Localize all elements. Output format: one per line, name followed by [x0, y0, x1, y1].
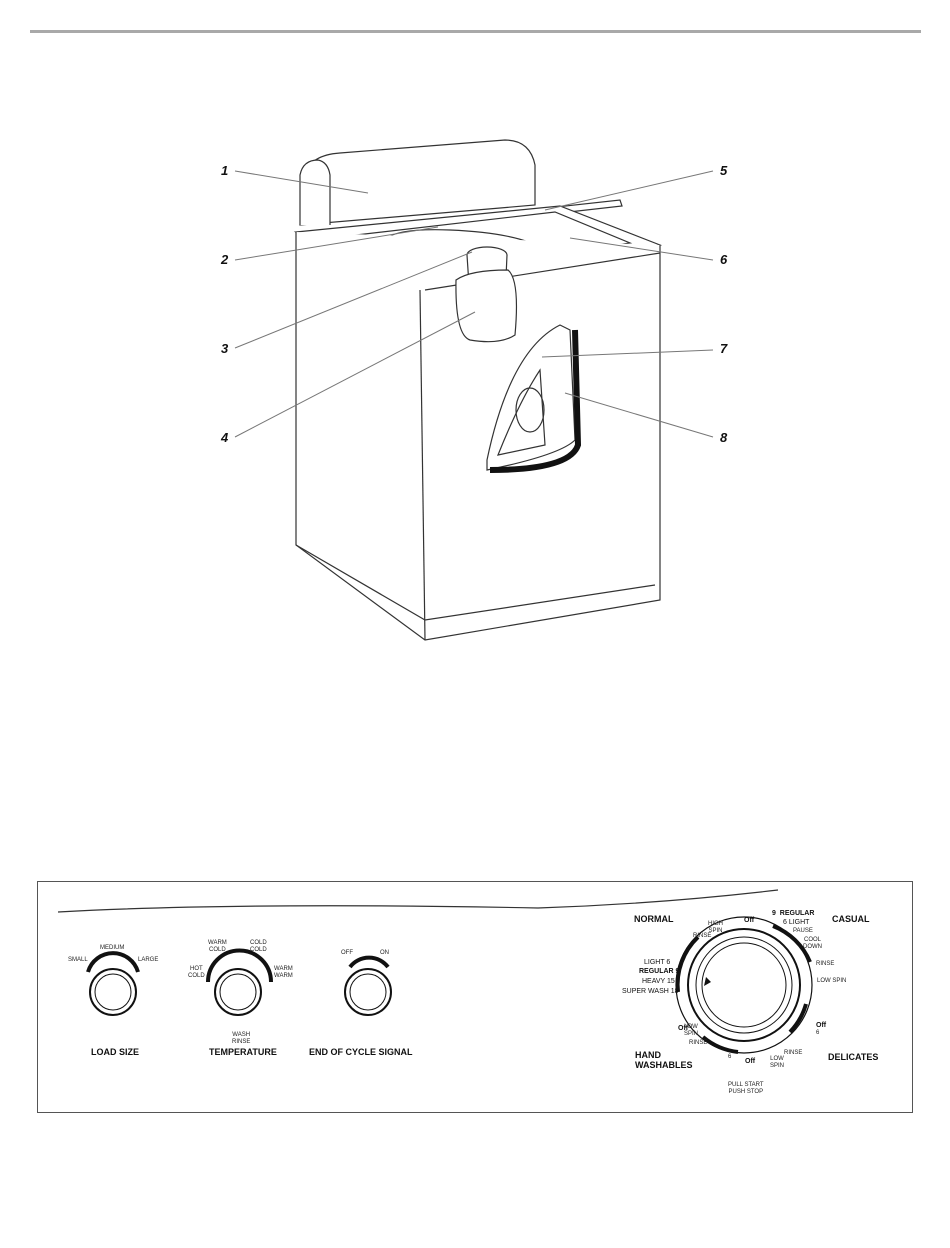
- cycle-off-left: Off: [678, 1025, 689, 1032]
- callout-1: 1: [221, 163, 229, 178]
- load-size-title: LOAD SIZE: [91, 1047, 140, 1057]
- control-panel: SMALL MEDIUM LARGE LOAD SIZE WARM COLD C…: [37, 881, 913, 1113]
- cycle-off-right: Off: [816, 1022, 827, 1029]
- callout-8: 8: [720, 430, 728, 445]
- load-size-small: SMALL: [68, 957, 88, 963]
- callout-2: 2: [221, 252, 229, 267]
- cycle-rinse-top: RINSE: [693, 933, 712, 939]
- cycle-high-spin: HIGH SPIN: [708, 921, 723, 934]
- cycle-delicates-rinse: RINSE: [784, 1050, 803, 1056]
- washer-illustration: [234, 139, 714, 641]
- temperature-knob[interactable]: [215, 969, 261, 1015]
- load-size-large: LARGE: [138, 957, 159, 963]
- end-of-cycle-title: END OF CYCLE SIGNAL: [309, 1047, 413, 1057]
- temperature-title: TEMPERATURE: [209, 1047, 277, 1057]
- top-rule: [30, 30, 921, 33]
- signal-on: ON: [380, 950, 389, 956]
- cycle-delicates-low-spin: LOW SPIN: [770, 1056, 785, 1069]
- cycle-rinse-right: RINSE: [816, 961, 835, 967]
- cycle-dial-graphic: [675, 916, 813, 1054]
- cycle-off-top: Off: [744, 917, 755, 924]
- cycle-normal-light: LIGHT 6: [644, 959, 671, 966]
- end-of-cycle-knob[interactable]: [345, 969, 391, 1015]
- cycle-cool-down: COOL DOWN: [803, 937, 822, 950]
- cycle-knob[interactable]: [688, 929, 800, 1041]
- end-of-cycle-knob-graphic: [344, 955, 392, 1016]
- temp-hot-cold: HOT COLD: [188, 966, 205, 979]
- cycle-casual-light: 6 LIGHT: [783, 919, 810, 926]
- load-size-medium: MEDIUM: [100, 945, 125, 951]
- cycle-normal-heavy: HEAVY 15: [642, 978, 675, 985]
- temp-wash-rinse: WASH RINSE: [232, 1032, 251, 1045]
- callout-7: 7: [720, 341, 728, 356]
- cycle-hand-washables: HAND WASHABLES: [635, 1050, 693, 1070]
- cycle-hand-low-spin: LOW SPIN: [684, 1024, 699, 1037]
- cycle-casual-9: 9: [772, 910, 776, 917]
- cycle-off-bottom: Off: [745, 1058, 756, 1065]
- cycle-casual-regular: 9 REGULAR: [772, 910, 814, 917]
- cycle-hand-rinse: RINSE: [689, 1040, 708, 1046]
- signal-off: OFF: [341, 950, 353, 956]
- cycle-casual-regular-label: REGULAR: [779, 910, 815, 917]
- temperature-knob-graphic: [206, 948, 273, 1016]
- cycle-pause: PAUSE: [793, 928, 813, 934]
- temp-warm-cold: WARM COLD: [208, 940, 227, 953]
- callout-3: 3: [221, 341, 229, 356]
- cycle-low-spin-right: LOW SPIN: [817, 978, 847, 984]
- load-size-knob[interactable]: [90, 969, 136, 1015]
- callout-5: 5: [720, 163, 728, 178]
- cycle-normal: NORMAL: [634, 914, 674, 924]
- cycle-delicates: DELICATES: [828, 1052, 879, 1062]
- callout-6: 6: [720, 252, 728, 267]
- temp-warm-warm: WARM WARM: [274, 966, 293, 979]
- cycle-delicates-6: 6: [816, 1030, 820, 1036]
- cycle-casual: CASUAL: [832, 914, 870, 924]
- cycle-normal-regular: REGULAR 9: [639, 968, 680, 975]
- control-panel-graphics: [57, 889, 813, 1054]
- cycle-pull-push: PULL START PUSH STOP: [728, 1082, 764, 1095]
- load-size-knob-graphic: [86, 951, 140, 1016]
- callout-4: 4: [221, 430, 229, 445]
- cycle-normal-super: SUPER WASH 18: [622, 988, 679, 995]
- temp-cold-cold: COLD COLD: [250, 940, 267, 953]
- cycle-hand-6: 6: [728, 1054, 732, 1060]
